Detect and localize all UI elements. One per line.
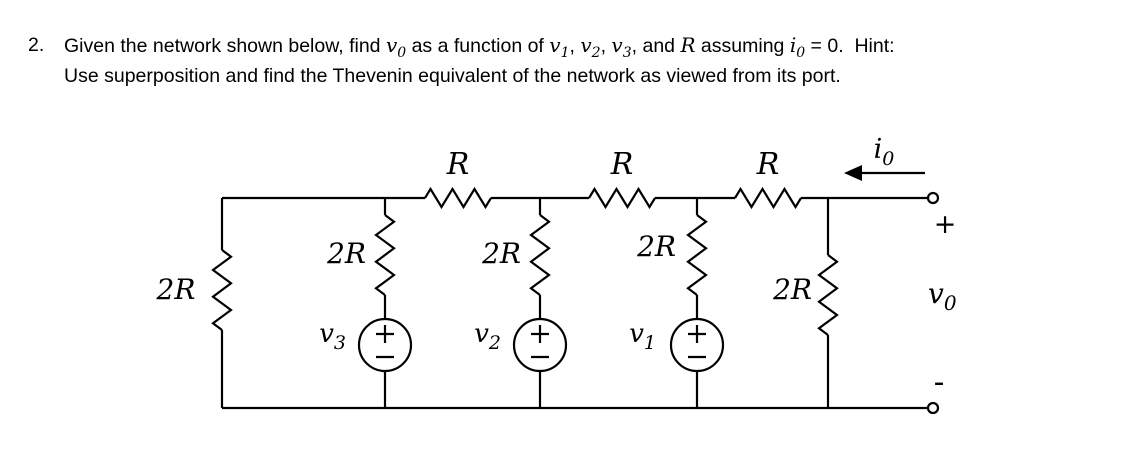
source-label-base: v: [629, 319, 644, 349]
shunt-v2-label: 2R: [481, 237, 521, 270]
math-var-v0: v0: [385, 33, 406, 60]
problem-line-2: Use superposition and find the Thevenin …: [64, 65, 841, 87]
math-base: R: [680, 33, 696, 57]
source-circle: [512, 317, 568, 373]
port-terminal-bottom: [926, 401, 940, 415]
series-resistor-1: [423, 187, 493, 209]
shunt-v3-label: 2R: [326, 237, 366, 270]
current-label-sub: 0: [882, 148, 894, 170]
series-resistor-3: [733, 187, 803, 209]
port-label-sub: 0: [944, 291, 957, 315]
arrow-head-icon: [844, 165, 862, 181]
math-base: v: [549, 33, 561, 57]
source-label-base: v: [319, 319, 334, 349]
series-resistor-3-label: R: [756, 147, 780, 182]
port-plus-sign: +: [934, 209, 957, 240]
source-circle: [669, 317, 725, 373]
port-v0-label: v0: [928, 277, 957, 315]
plus-icon: [688, 325, 706, 343]
shunt-right-label: 2R: [772, 273, 812, 306]
shunt-left-label: 2R: [156, 273, 196, 306]
shunt-v1-label: 2R: [636, 230, 676, 263]
voltage-source-v1: [669, 317, 725, 373]
shunt-resistor-v1: [686, 213, 708, 297]
series-resistor-2-label: R: [610, 147, 634, 182]
source-v3-label: v3: [319, 319, 346, 354]
math-sub: 3: [622, 45, 632, 61]
math-var-R: R: [680, 33, 695, 57]
problem-number: 2.: [28, 34, 45, 56]
plus-icon: [531, 325, 549, 343]
source-label-sub: 3: [334, 332, 346, 354]
math-sub: 0: [397, 45, 407, 61]
plus-icon: [376, 325, 394, 343]
math-base: v: [611, 33, 623, 57]
math-sub: 0: [796, 45, 806, 61]
text-segment: Given the network shown below, find: [64, 35, 386, 57]
port-label-base: v: [928, 277, 944, 310]
source-circle: [357, 317, 413, 373]
shunt-resistor-v2: [529, 213, 551, 297]
voltage-source-v2: [512, 317, 568, 373]
math-base: v: [385, 33, 398, 57]
source-v2-label: v2: [474, 319, 501, 354]
math-var-i0: i0: [789, 33, 805, 60]
math-base: i: [789, 33, 797, 57]
math-var-v3: v3: [611, 33, 631, 60]
text-segment: = 0. Hint:: [805, 35, 895, 57]
port-minus-sign: -: [934, 365, 945, 400]
problem-statement: 2. Given the network shown below, find v…: [28, 30, 1113, 91]
math-var-v2: v2: [580, 33, 600, 60]
shunt-resistor-right: [817, 253, 839, 337]
series-resistor-1-label: R: [446, 147, 470, 182]
text-segment: ,: [569, 35, 581, 57]
port-terminal-top: [926, 191, 940, 205]
text-segment: ,: [600, 35, 612, 57]
text-segment: , and: [631, 35, 681, 57]
current-label-base: i: [874, 134, 883, 165]
current-i0-label: i0: [874, 134, 895, 170]
problem-text: Given the network shown below, find v0 a…: [64, 30, 1113, 91]
source-label-base: v: [474, 319, 489, 349]
shunt-resistor-v3: [374, 213, 396, 297]
math-sub: 2: [591, 45, 601, 61]
math-base: v: [580, 33, 592, 57]
text-segment: as a function of: [406, 35, 550, 57]
source-label-sub: 1: [644, 332, 656, 354]
source-label-sub: 2: [488, 332, 501, 354]
problem-line-1: Given the network shown below, find v0 a…: [64, 30, 1113, 61]
math-sub: 1: [560, 45, 570, 61]
math-var-v1: v1: [549, 33, 569, 60]
current-arrow: [844, 165, 925, 181]
source-v1-label: v1: [629, 319, 656, 354]
shunt-resistor-left: [211, 248, 233, 332]
series-resistor-2: [587, 187, 657, 209]
text-segment: assuming: [695, 35, 790, 57]
voltage-source-v3: [357, 317, 413, 373]
